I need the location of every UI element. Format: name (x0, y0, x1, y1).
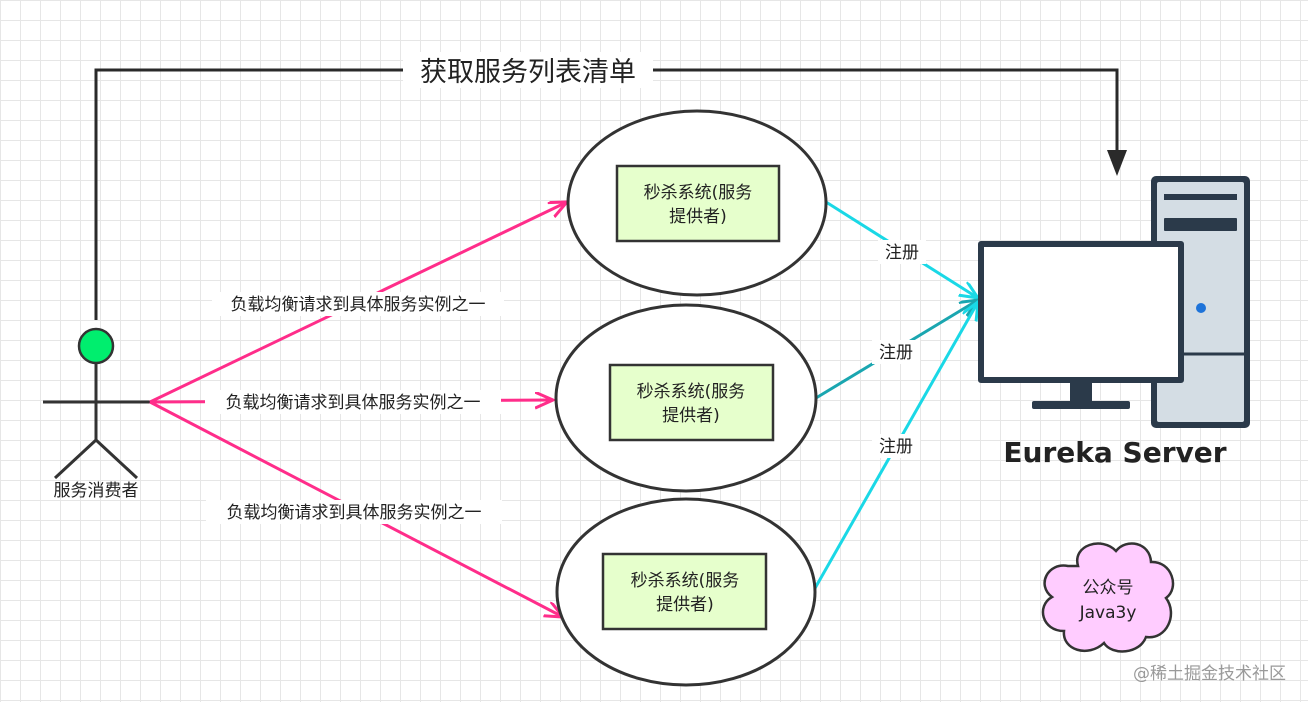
cloud-note-line2: Java3y (1079, 603, 1137, 623)
load-balance-edge-3: 负载均衡请求到具体服务实例之一 (149, 400, 563, 617)
provider-label-3-line2: 提供者) (656, 595, 714, 615)
register-label-3: 注册 (879, 437, 913, 457)
provider-label-2-line1: 秒杀系统(服务 (637, 382, 746, 402)
consumer-head (77, 327, 115, 365)
power-led-icon (1196, 303, 1206, 313)
consumer-label: 服务消费者 (54, 481, 139, 501)
load-balance-label-2: 负载均衡请求到具体服务实例之一 (226, 393, 481, 413)
eureka-server-label: Eureka Server (1003, 436, 1226, 469)
fetch-service-list-edge: 获取服务列表清单 (94, 52, 1127, 320)
register-edge-2: 注册 (815, 300, 978, 400)
load-balance-label-1: 负载均衡请求到具体服务实例之一 (231, 295, 486, 315)
provider-label-2-line2: 提供者) (662, 406, 720, 426)
fetch-service-list-label: 获取服务列表清单 (420, 57, 636, 88)
service-provider-node-1: 秒杀系统(服务 提供者) (566, 109, 828, 297)
provider-label-1-line1: 秒杀系统(服务 (644, 183, 753, 203)
register-label-2: 注册 (879, 343, 913, 363)
cloud-note: 公众号 Java3y (1041, 542, 1175, 653)
register-edge-3: 注册 (812, 302, 978, 591)
service-provider-node-3: 秒杀系统(服务 提供者) (555, 497, 817, 687)
title-label-bg (403, 52, 653, 88)
provider-label-3-line1: 秒杀系统(服务 (631, 571, 740, 591)
load-balance-label-3: 负载均衡请求到具体服务实例之一 (227, 503, 482, 523)
register-edge-1: 注册 (825, 200, 978, 298)
load-balance-edge-2: 负载均衡请求到具体服务实例之一 (149, 390, 553, 414)
service-consumer-actor: 服务消费者 (43, 327, 150, 501)
provider-label-1-line2: 提供者) (669, 207, 727, 227)
arrow-down-icon (1107, 150, 1127, 176)
load-balance-edge-1: 负载均衡请求到具体服务实例之一 (149, 202, 567, 404)
service-provider-node-2: 秒杀系统(服务 提供者) (554, 303, 818, 493)
cloud-note-line1: 公众号 (1083, 578, 1134, 598)
watermark-text: @稀土掘金技术社区 (1133, 664, 1286, 684)
register-label-1: 注册 (885, 243, 919, 263)
server-icon: Eureka Server (978, 176, 1250, 469)
